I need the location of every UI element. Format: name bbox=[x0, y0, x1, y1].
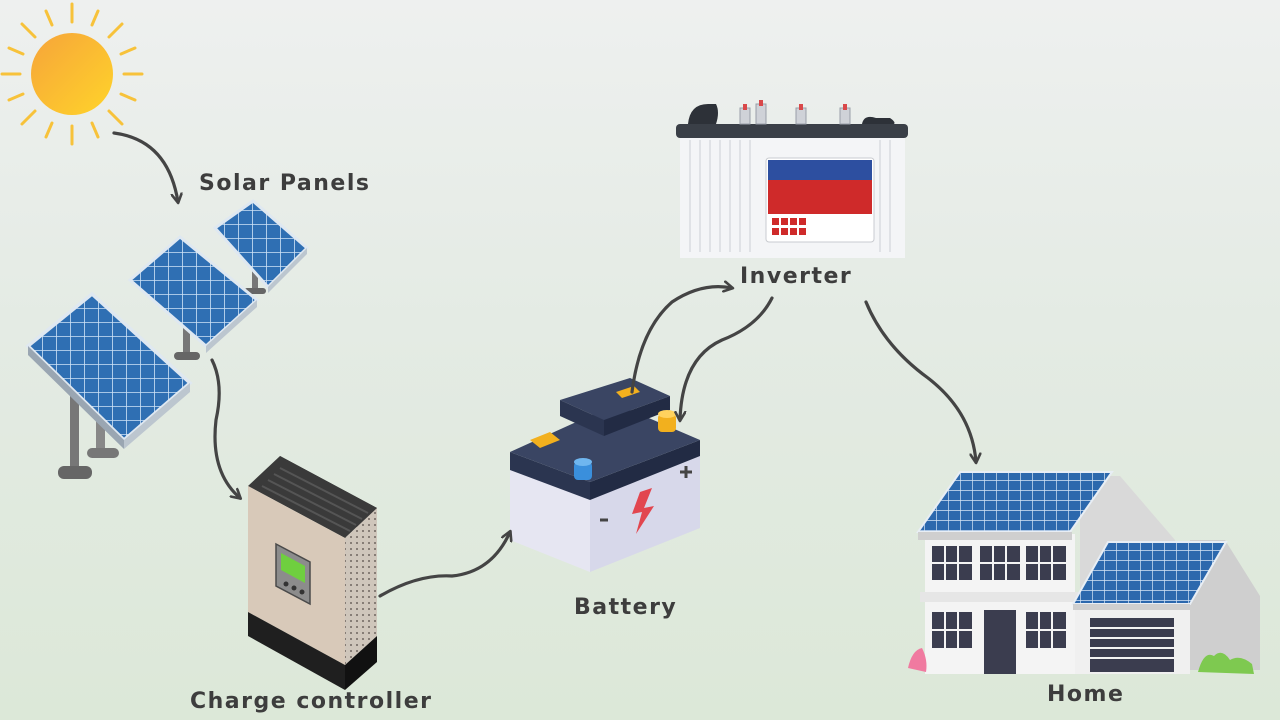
arrow-controller-to-battery bbox=[378, 532, 510, 598]
arrow-inverter-to-battery bbox=[680, 296, 774, 420]
battery-icon bbox=[510, 378, 700, 572]
arrow-panels-to-controller bbox=[210, 358, 240, 498]
solar-panels-icon bbox=[25, 199, 310, 479]
inverter-label: Inverter bbox=[740, 264, 853, 289]
house-icon bbox=[908, 471, 1260, 674]
inverter-icon bbox=[676, 100, 908, 258]
flow-arrows bbox=[112, 131, 976, 598]
arrow-battery-to-inverter bbox=[630, 287, 732, 394]
charge-controller-label: Charge controller bbox=[190, 689, 433, 714]
charge-controller-icon bbox=[248, 456, 377, 690]
arrow-inverter-to-home bbox=[864, 300, 976, 462]
battery-label: Battery bbox=[574, 595, 678, 620]
sun-icon bbox=[0, 2, 144, 146]
arrow-sun-to-panels bbox=[112, 131, 178, 202]
home-label: Home bbox=[1047, 682, 1125, 707]
solar-panels-label: Solar Panels bbox=[199, 171, 371, 196]
